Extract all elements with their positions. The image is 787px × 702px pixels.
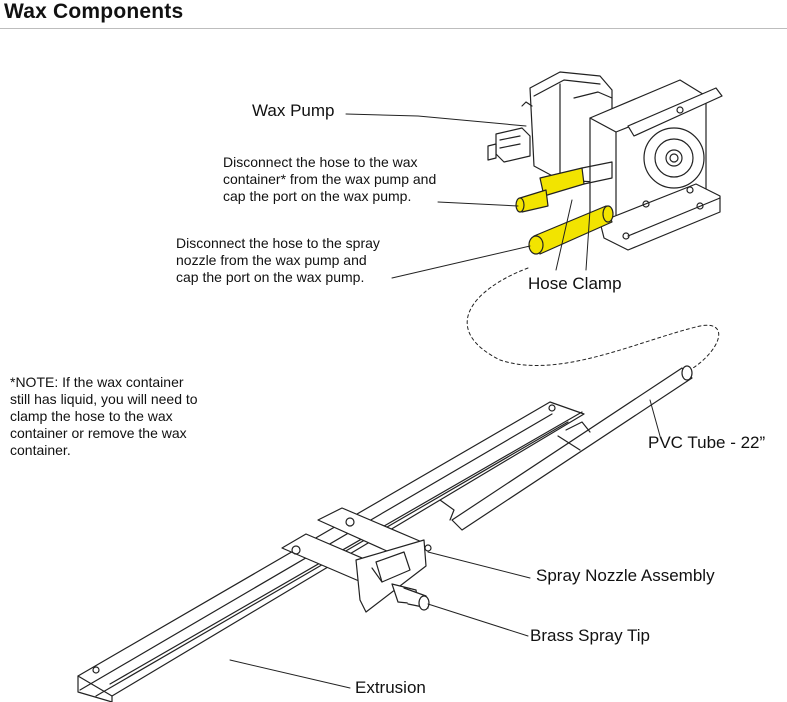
note-line: clamp the hose to the wax (10, 408, 173, 424)
instruction-line: cap the port on the wax pump. (176, 269, 365, 285)
hose-path-dashed (466, 267, 720, 371)
note-line: container or remove the wax (10, 425, 187, 441)
instruction-spray-nozzle-hose: Disconnect the hose to the spray nozzle … (176, 235, 380, 286)
note-line: *NOTE: If the wax container (10, 374, 184, 390)
label-spray-nozzle-assembly: Spray Nozzle Assembly (536, 566, 715, 585)
instruction-line: Disconnect the hose to the wax (223, 154, 418, 170)
instruction-wax-container-hose: Disconnect the hose to the wax container… (223, 154, 436, 205)
instruction-line: container* from the wax pump and (223, 171, 437, 187)
instruction-line: Disconnect the hose to the spray (176, 235, 380, 251)
title-divider (0, 28, 787, 29)
spray-nozzle-assembly-drawing (281, 507, 432, 613)
note-line: still has liquid, you will need to (10, 391, 198, 407)
note-wax-container: *NOTE: If the wax container still has li… (10, 374, 198, 459)
label-pvc-tube: PVC Tube - 22” (648, 433, 766, 452)
leader-lines (229, 113, 661, 689)
page-title: Wax Components (4, 0, 184, 23)
instruction-line: nozzle from the wax pump and (176, 252, 367, 268)
label-brass-spray-tip: Brass Spray Tip (530, 626, 650, 645)
label-wax-pump: Wax Pump (252, 101, 335, 120)
wax-container-hose-drawing (515, 161, 613, 213)
label-extrusion: Extrusion (355, 678, 426, 697)
instruction-line: cap the port on the wax pump. (223, 188, 412, 204)
pvc-tube-drawing (439, 365, 693, 531)
wax-pump-drawing (487, 71, 723, 251)
note-line: container. (10, 442, 71, 458)
spray-nozzle-hose-drawing (528, 205, 614, 255)
label-hose-clamp: Hose Clamp (528, 274, 622, 293)
